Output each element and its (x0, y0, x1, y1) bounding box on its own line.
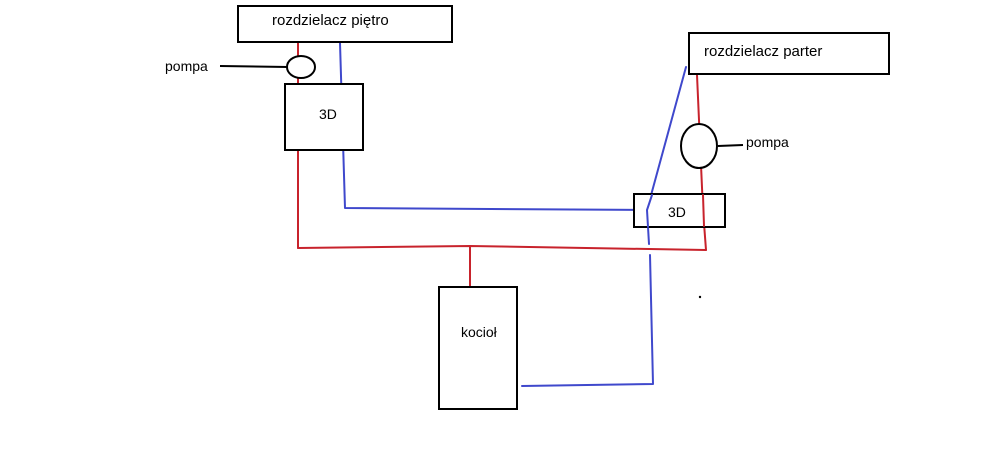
valve-right-label: 3D (668, 204, 686, 220)
stray-dot (698, 295, 702, 299)
boiler: kocioł (438, 286, 518, 410)
supply-pipe-through-valve (702, 194, 705, 227)
manifold-upper-label: rozdzielacz piętro (272, 12, 389, 29)
manifold-upper-floor: rozdzielacz piętro (237, 5, 453, 43)
pump-right-icon (680, 123, 718, 169)
manifold-ground-label: rozdzielacz parter (704, 43, 822, 60)
pump-right-leader (717, 144, 744, 147)
pump-left-label: pompa (165, 58, 208, 74)
return-pipe-through-valve (646, 194, 653, 228)
valve-right-box (633, 193, 726, 228)
manifold-upper-box (237, 5, 453, 43)
pump-left-icon (286, 55, 316, 79)
boiler-box (438, 286, 518, 410)
manifold-ground-box (688, 32, 890, 75)
manifold-ground-floor: rozdzielacz parter (688, 32, 890, 75)
return-pipe-upper (339, 42, 648, 211)
valve-3way-left: 3D (284, 83, 364, 151)
return-pipe-to-boiler (521, 254, 654, 387)
pump-right-label: pompa (746, 134, 789, 150)
valve-left-box (284, 83, 364, 151)
boiler-label: kocioł (461, 324, 498, 340)
return-pipe-ground-manifold (646, 66, 687, 211)
pump-right: pompa (680, 123, 789, 169)
pump-left: pompa (165, 55, 316, 79)
supply-pipe-main-line (297, 245, 707, 251)
valve-3way-right: 3D (633, 193, 726, 228)
valve-left-label: 3D (319, 106, 337, 122)
supply-pipes (297, 42, 707, 288)
pump-left-leader (219, 65, 289, 68)
